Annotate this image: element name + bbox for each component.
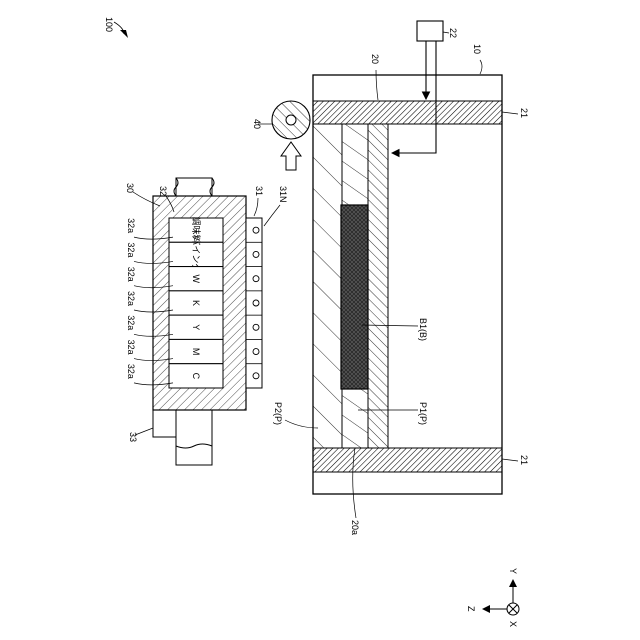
head-shaft-top bbox=[176, 178, 212, 196]
nozzle bbox=[253, 251, 259, 257]
ref-clamp-top-label: 21 bbox=[519, 108, 529, 118]
ref-platen-edge-label: 20a bbox=[350, 520, 360, 535]
nozzle-ref-label: 32a bbox=[126, 242, 136, 257]
actuator-box bbox=[417, 21, 443, 41]
nozzle bbox=[253, 349, 259, 355]
print-head-label: Y bbox=[191, 324, 201, 330]
print-head-label: M bbox=[191, 348, 201, 356]
nozzle bbox=[253, 300, 259, 306]
print-head-label: W bbox=[191, 274, 201, 283]
roller-hub bbox=[286, 115, 296, 125]
nozzle-ref-label: 32a bbox=[126, 315, 136, 330]
ref-clamp-top-leader bbox=[502, 112, 518, 114]
layer-b1 bbox=[341, 205, 368, 389]
motion-arrow bbox=[281, 142, 301, 170]
nozzle-ref-label: 32a bbox=[126, 364, 136, 379]
axis-z-label: Z bbox=[466, 606, 476, 612]
ref-actuator-label: 22 bbox=[448, 28, 458, 38]
label-p2: P2(P) bbox=[273, 402, 283, 425]
head-motor bbox=[153, 410, 176, 437]
print-head-label: C bbox=[191, 373, 201, 380]
nozzle-ref-label: 32a bbox=[126, 267, 136, 282]
head-shaft-bottom bbox=[176, 410, 212, 465]
ref-nozzle-label: 31N bbox=[278, 186, 288, 203]
ref-device-label: 100 bbox=[104, 17, 114, 32]
print-head-label: K bbox=[191, 300, 201, 306]
layer-p2 bbox=[313, 124, 342, 448]
nozzle bbox=[253, 373, 259, 379]
clamp-top bbox=[313, 101, 502, 124]
nozzle bbox=[253, 276, 259, 282]
ref-platen-label: 20 bbox=[370, 54, 380, 64]
platen bbox=[368, 124, 388, 448]
label-p1: P1(P) bbox=[418, 402, 428, 425]
axis-x-label: X bbox=[508, 621, 518, 627]
ref-clamp-bottom-leader bbox=[502, 459, 518, 461]
label-b1: B1(B) bbox=[418, 318, 428, 341]
axis-y-label: Y bbox=[508, 568, 518, 574]
nozzle-ref-label: 32a bbox=[126, 340, 136, 355]
ref-clamp-bottom-label: 21 bbox=[519, 455, 529, 465]
head-stack: 調味料バインダWKYMC bbox=[169, 217, 223, 388]
nozzle-ref-label: 32a bbox=[126, 218, 136, 233]
nozzle bbox=[253, 227, 259, 233]
ref-device-arrow bbox=[120, 30, 128, 38]
ref-head-rail-leader bbox=[254, 198, 258, 216]
nozzle-ref-label: 32a bbox=[126, 291, 136, 306]
ref-head-motor-label: 33 bbox=[128, 432, 138, 442]
ref-head-unit-label: 30 bbox=[125, 183, 135, 193]
ref-stage-label: 10 bbox=[472, 44, 482, 54]
ref-head-rail-label: 31 bbox=[254, 186, 264, 196]
ref-head-block-label: 32 bbox=[158, 186, 168, 196]
ref-nozzle-leader bbox=[264, 205, 280, 226]
clamp-bottom bbox=[313, 448, 502, 472]
ref-stage-leader bbox=[480, 60, 482, 74]
nozzle bbox=[253, 324, 259, 330]
